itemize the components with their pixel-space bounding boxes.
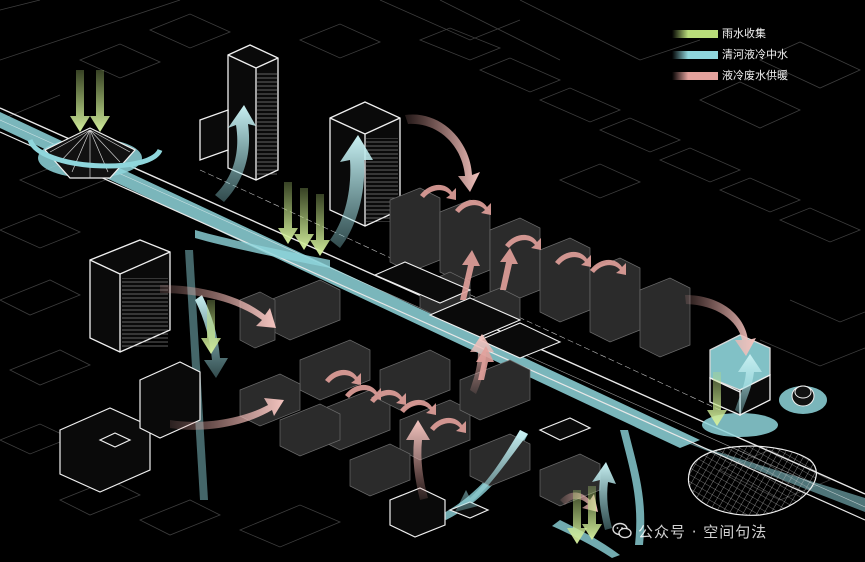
green-arrow-bottom-1: [567, 490, 587, 544]
green-arrow-bottom-2: [582, 486, 602, 540]
green-arrow-tower-3: [310, 194, 330, 256]
blue-arrow-tower-center: [330, 135, 373, 248]
legend-swatch-reclaimed-water: [672, 51, 718, 59]
station-tent-structure: [27, 127, 163, 179]
legend-swatch-rainwater: [672, 30, 718, 38]
legend-label-reclaimed-water: 清河液冷中水: [722, 48, 788, 61]
reclaimed-water-arrows: [195, 105, 762, 530]
low-rise-outlined-buildings: [59, 361, 592, 538]
high-rise-towers: [89, 44, 771, 417]
green-arrow-left: [201, 300, 221, 354]
blue-arrow-down-left: [455, 430, 528, 512]
legend-item-waste-heat: 液冷废水供暖: [672, 66, 852, 86]
red-arrow-right-curve: [685, 295, 756, 356]
green-arrow-station-2: [90, 70, 110, 132]
watermark-text: 公众号 · 空间句法: [638, 522, 768, 541]
green-arrow-station-1: [70, 70, 90, 132]
red-arrow-tower-curve: [405, 114, 480, 192]
rainwater-arrows: [70, 70, 727, 544]
legend-label-rainwater: 雨水收集: [722, 27, 766, 40]
legend-item-reclaimed-water: 清河液冷中水: [672, 45, 852, 65]
green-arrow-tower-2: [294, 188, 314, 250]
legend: 雨水收集 清河液冷中水 液冷废水供暖: [672, 24, 852, 87]
watermark: 公众号 · 空间句法: [612, 518, 767, 544]
station-gridshell-roof: [687, 385, 827, 516]
context-city-blocks: [0, 0, 865, 548]
blue-arrow-bottom: [592, 462, 616, 530]
wechat-icon: [612, 522, 632, 539]
waste-heat-hop-arrows: [325, 184, 626, 433]
elevated-platforms: [373, 261, 562, 359]
green-arrow-tower-1: [278, 182, 298, 244]
legend-label-waste-heat: 液冷废水供暖: [722, 69, 788, 82]
red-arrow-left-to-blocks: [160, 285, 276, 328]
legend-item-rainwater: 雨水收集: [672, 24, 852, 44]
green-arrow-right-building: [707, 372, 727, 426]
blue-arrow-right-building: [735, 354, 762, 414]
blue-arrow-tower-left: [215, 105, 256, 202]
waste-heat-arrows: [160, 114, 756, 512]
legend-swatch-waste-heat: [672, 72, 718, 80]
red-arrow-bottom-left: [170, 398, 284, 430]
red-arrow-up-1: [406, 420, 430, 500]
